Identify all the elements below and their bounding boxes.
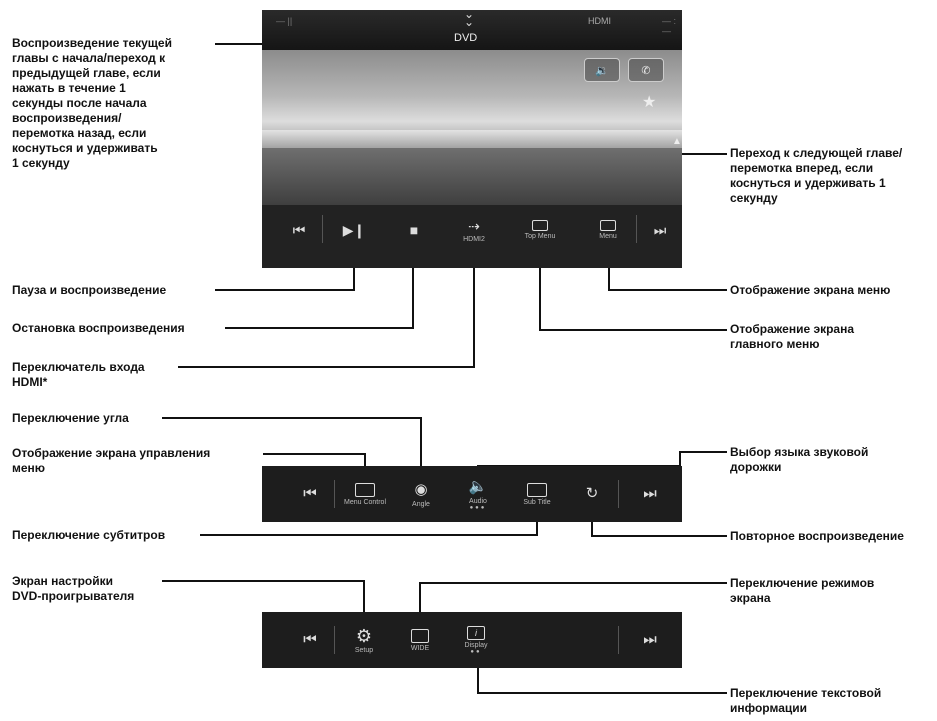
prev-chapter-button[interactable]: ⏮ (292, 612, 328, 668)
camera-icon: ◉ (414, 480, 428, 498)
menu-control-button[interactable]: Menu Control (338, 466, 392, 522)
hdmi-input-icon: ⇢ (468, 217, 480, 234)
stop-button[interactable]: ■ (396, 205, 432, 255)
sound-button[interactable]: 🔉 (584, 58, 620, 82)
dvd-playback-screen: — || ⌄⌄ DVD HDMI — : — 🔉 ✆ ★ ▲ ⏮ ▶❙ ■ ⇢ … (262, 10, 682, 268)
skip-back-icon: ⏮ (303, 631, 317, 648)
double-chevron-down-icon[interactable]: ⌄⌄ (464, 10, 475, 29)
next-chapter-button[interactable]: ⏭ (642, 205, 678, 255)
stop-icon: ■ (409, 222, 419, 238)
subtitle-icon (527, 482, 547, 497)
separator (618, 480, 619, 508)
status-left: — || (276, 16, 293, 26)
audio-button[interactable]: 🔈 Audio ●●● (458, 466, 498, 522)
phone-icon: ✆ (641, 64, 651, 77)
label-wide: Переключение режимов экрана (730, 576, 875, 605)
label-stop: Остановка воспроизведения (12, 321, 185, 335)
top-menu-label: Top Menu (524, 233, 556, 240)
video-area[interactable]: 🔉 ✆ ★ ▲ (262, 50, 682, 205)
menu-control-label: Menu Control (343, 498, 387, 506)
label-hdmi-switch: Переключатель входа HDMI* (12, 360, 145, 389)
gear-icon: ⚙ (355, 625, 373, 646)
wide-label: WIDE (410, 644, 430, 652)
angle-label: Angle (412, 500, 430, 508)
skip-back-icon: ⏮ (292, 222, 306, 238)
star-icon: ★ (642, 94, 657, 111)
extended-control-bar: ⏮ Menu Control ◉ Angle 🔈 Audio ●●● Sub T… (262, 466, 682, 522)
speaker-icon: 🔉 (595, 64, 609, 77)
video-sea (262, 130, 682, 152)
play-pause-icon: ▶❙ (342, 222, 366, 238)
label-angle: Переключение угла (12, 411, 129, 425)
next-chapter-button[interactable]: ⏭ (632, 466, 668, 522)
label-audio-lang: Выбор языка звуковой дорожки (730, 445, 869, 474)
label-display: Переключение текстовой информации (730, 686, 882, 715)
subtitle-button[interactable]: Sub Title (514, 466, 560, 522)
separator (334, 626, 335, 654)
label-replay-prev: Воспроизведение текущей главы с начала/п… (12, 36, 172, 170)
skip-back-icon: ⏮ (303, 485, 317, 502)
top-menu-icon (532, 220, 548, 231)
repeat-button[interactable]: ↻ (574, 466, 610, 522)
label-pause-play: Пауза и воспроизведение (12, 283, 167, 297)
menu-control-icon (355, 482, 375, 497)
audio-label: Audio (469, 497, 487, 505)
video-shore (262, 148, 682, 205)
phone-button[interactable]: ✆ (628, 58, 664, 82)
menu-icon (600, 220, 616, 231)
prev-chapter-button[interactable]: ⏮ (292, 466, 328, 522)
display-button[interactable]: i Display ●● (458, 612, 494, 668)
label-setup: Экран настройки DVD-проигрывателя (12, 574, 135, 603)
hdmi-indicator: HDMI (588, 16, 611, 26)
label-menu-screen: Отображение экрана меню (730, 283, 891, 297)
label-repeat: Повторное воспроизведение (730, 529, 904, 543)
display-label: Display (464, 641, 488, 649)
info-icon: i (467, 625, 485, 640)
repeat-icon: ↻ (585, 485, 599, 502)
play-pause-button[interactable]: ▶❙ (336, 205, 372, 255)
menu-label: Menu (599, 233, 617, 240)
label-menu-control: Отображение экрана управления меню (12, 446, 211, 475)
wide-icon (411, 628, 429, 643)
speaker-icon: 🔈 (468, 477, 488, 495)
status-clock: — : — (662, 16, 677, 36)
setup-label: Setup (354, 646, 374, 654)
label-next-chapter: Переход к следующей главе/ перемотка впе… (730, 146, 903, 205)
separator (618, 626, 619, 654)
status-bar: — || ⌄⌄ DVD HDMI — : — (262, 10, 682, 50)
skip-forward-icon: ⏭ (643, 485, 657, 502)
skip-forward-icon: ⏭ (643, 631, 657, 648)
skip-forward-icon: ⏭ (653, 222, 667, 238)
source-title: DVD (454, 32, 478, 44)
chevron-up-icon[interactable]: ▲ (672, 136, 682, 147)
wide-button[interactable]: WIDE (402, 612, 438, 668)
setup-control-bar: ⏮ ⚙ Setup WIDE i Display ●● ⏭ (262, 612, 682, 668)
separator (636, 215, 637, 243)
angle-button[interactable]: ◉ Angle (400, 466, 442, 522)
hdmi-label: HDMI2 (463, 235, 485, 243)
page-dots: ●● (470, 648, 482, 655)
setup-button[interactable]: ⚙ Setup (346, 612, 382, 668)
label-subtitles: Переключение субтитров (12, 528, 166, 542)
separator (322, 215, 323, 243)
page-dots: ●●● (469, 504, 487, 511)
playback-control-bar: ⏮ ▶❙ ■ ⇢ HDMI2 Top Menu Menu ⏭ (262, 205, 682, 268)
menu-button[interactable]: Menu (586, 205, 630, 255)
prev-chapter-button[interactable]: ⏮ (280, 205, 318, 255)
next-chapter-button[interactable]: ⏭ (632, 612, 668, 668)
top-menu-button[interactable]: Top Menu (518, 205, 562, 255)
hdmi-switch-button[interactable]: ⇢ HDMI2 (452, 205, 496, 255)
label-main-menu: Отображение экрана главного меню (730, 322, 855, 351)
separator (334, 480, 335, 508)
subtitle-label: Sub Title (523, 498, 551, 506)
